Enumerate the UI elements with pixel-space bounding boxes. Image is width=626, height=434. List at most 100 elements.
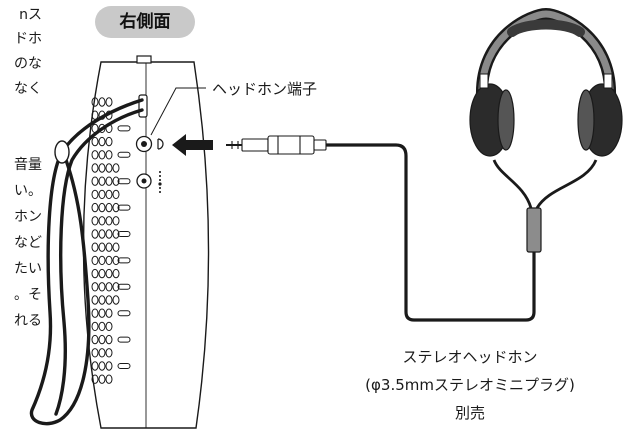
grille-slot: [91, 374, 99, 384]
right-side-label: 右側面: [95, 6, 195, 38]
grille-slot: [98, 136, 106, 147]
grille-slot: [105, 361, 113, 371]
grille-slot: [91, 189, 99, 200]
text-line-1: nス: [19, 7, 42, 23]
insert-arrow-icon: [172, 134, 213, 156]
cable-splitter: [526, 207, 542, 253]
grille-slot: [105, 255, 113, 266]
headband-inner: [478, 10, 614, 100]
grille-bar: [117, 204, 131, 211]
grille-slot: [105, 374, 113, 384]
callout-leader: [150, 87, 206, 136]
grille-slot: [98, 176, 106, 186]
strap-loop: [138, 94, 148, 118]
truncated-body-text: nス ドホ のな なく 音量 い。 ホン など たい 。そ れる: [0, 0, 44, 360]
grille-slot: [105, 348, 113, 358]
grille-bar: [117, 231, 131, 237]
grille-slot: [91, 202, 99, 213]
text-line-2: ドホ: [14, 31, 42, 47]
grille-bar: [117, 283, 131, 290]
text-line-6: 音量: [14, 157, 42, 173]
headphone-cable: [326, 143, 536, 322]
grille-slot: [98, 216, 106, 226]
grille-slot: [98, 163, 106, 173]
grille-slot: [91, 255, 99, 266]
grille-slot: [98, 374, 106, 384]
text-line-11: 。そ: [14, 287, 42, 303]
grille-slot: [91, 321, 99, 332]
cable-left-branch: [492, 159, 533, 209]
grille-slot: [105, 308, 113, 318]
headband-pad: [507, 19, 585, 37]
grille-slot: [112, 202, 120, 213]
grille-slot: [91, 361, 99, 371]
grille-slot: [98, 268, 106, 279]
text-line-3: のな: [14, 56, 42, 72]
grille-slot: [91, 163, 99, 173]
left-ear-cup: [469, 73, 515, 157]
text-line-9: など: [14, 235, 42, 251]
dc-port-icon: [136, 171, 162, 193]
grille-slot: [98, 229, 106, 239]
headphone-jack-icon: [135, 135, 164, 153]
grille-slot: [91, 308, 99, 318]
grille-slot: [91, 348, 99, 358]
grille-slot: [112, 176, 120, 186]
caption-product-name: ステレオヘッドホン: [402, 348, 538, 366]
grille-bar: [117, 363, 131, 369]
grille-slot: [105, 150, 113, 160]
grille-bar: [117, 125, 131, 132]
grille-slot: [91, 242, 99, 252]
grille-slot: [98, 361, 106, 371]
speaker-grille: [91, 97, 131, 384]
grille-bar: [117, 257, 131, 264]
grille-slot: [91, 282, 99, 292]
grille-slot: [112, 229, 120, 239]
grille-slot: [105, 268, 113, 279]
grille-slot: [105, 189, 113, 200]
grille-slot: [105, 216, 113, 226]
grille-slot: [98, 334, 106, 345]
grille-slot: [91, 334, 99, 345]
grille-slot: [91, 97, 99, 107]
grille-slot: [98, 295, 106, 305]
caption-plug-spec: (φ3.5mmステレオミニプラグ): [365, 376, 575, 394]
grille-slot: [91, 268, 99, 279]
grille-slot: [105, 282, 113, 292]
grille-slot: [98, 282, 106, 292]
grille-bar: [117, 178, 131, 185]
grille-slot: [105, 321, 113, 332]
grille-slot: [112, 216, 120, 226]
grille-slot: [91, 295, 99, 305]
text-line-8: ホン: [14, 209, 42, 225]
grille-slot: [112, 189, 120, 200]
grille-slot: [112, 268, 120, 279]
grille-slot: [112, 295, 120, 305]
cable-right-branch: [535, 159, 598, 209]
grille-slot: [98, 348, 106, 358]
grille-slot: [91, 216, 99, 226]
grille-slot: [105, 136, 113, 147]
grille-slot: [112, 282, 120, 292]
grille-bar: [117, 336, 131, 343]
grille-slot: [112, 163, 120, 173]
grille-slot: [98, 255, 106, 266]
grille-slot: [91, 176, 99, 186]
grille-bar: [117, 151, 131, 158]
text-line-12: れる: [14, 313, 42, 329]
grille-slot: [105, 229, 113, 239]
grille-slot: [91, 150, 99, 160]
grille-slot: [91, 229, 99, 239]
grille-slot: [112, 255, 120, 266]
grille-slot: [98, 189, 106, 200]
grille-slot: [105, 334, 113, 345]
headphone-jack-label: ヘッドホン端子: [212, 80, 318, 98]
text-line-4: なく: [14, 81, 42, 97]
device-top-nub: [136, 55, 152, 64]
text-line-7: い。: [14, 183, 42, 199]
grille-slot: [105, 163, 113, 173]
grille-slot: [105, 295, 113, 305]
grille-slot: [98, 321, 106, 332]
